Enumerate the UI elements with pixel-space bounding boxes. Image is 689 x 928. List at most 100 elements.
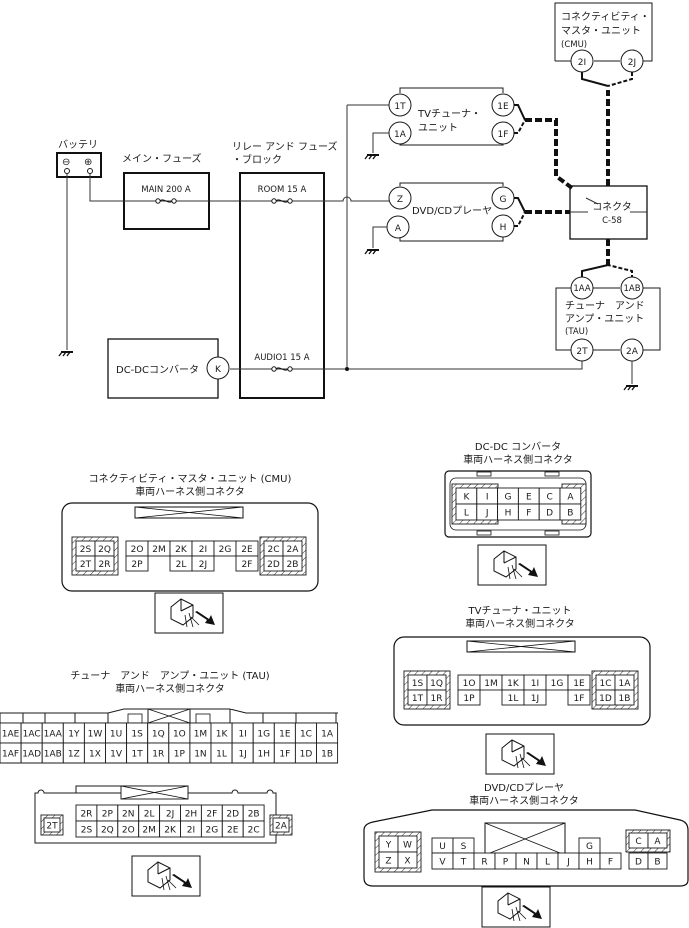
connector-pin-label: 1K: [507, 679, 520, 689]
connector-pin-label: 1Q: [152, 730, 165, 740]
connector-pin-label: 1T: [132, 750, 144, 760]
connector-pin-label: 1F: [279, 750, 290, 760]
connector-pin-label: 1I: [238, 730, 246, 740]
connector-pin-label: 1U: [110, 730, 122, 740]
connector-pin-label: 2K: [175, 545, 188, 555]
plug-direction-icon: [154, 592, 224, 634]
connector-pin-label: 1P: [463, 694, 475, 704]
connector-pin-label: 1G: [551, 679, 564, 689]
main-fuse-rating: MAIN 200 A: [141, 185, 191, 195]
audio1-fuse-rating: AUDIO1 15 A: [254, 353, 309, 363]
connector-pin-label: 2S: [81, 826, 93, 836]
connector-pin-label: 1L: [216, 750, 227, 760]
junction-dot: [345, 367, 349, 371]
connector-pin-cell: [647, 832, 668, 849]
connector-pin-label: 1Y: [68, 730, 80, 740]
connector-pin-label: V: [439, 858, 446, 868]
connector-pin-label: 2H: [185, 810, 198, 820]
battery-negative-terminal: ⊖: [62, 157, 70, 168]
tv-pin-1t: 1T: [394, 102, 406, 112]
connector-pin-cell: [523, 689, 547, 706]
dvd-pin-a: A: [395, 224, 402, 234]
connector-pin-cell: [599, 852, 622, 870]
tau-pin-2t: 2T: [576, 347, 588, 357]
dcdc-connector-title-2: 車両ハーネス側コネクタ: [463, 453, 573, 466]
connector-pin-cell: [272, 817, 290, 833]
connector-pin-label: 1X: [89, 750, 101, 760]
connector-pin-label: A: [567, 493, 574, 503]
tv-connector-title-1: TVチューナ・ユニット: [468, 605, 572, 617]
connector-c58-label-2: C-58: [602, 216, 622, 226]
connector-pin-label: 1P: [174, 750, 186, 760]
connector-pin-label: 1Q: [430, 679, 443, 689]
connector-pin-label: K: [463, 493, 470, 503]
dvd-label: DVD/CDプレーヤ: [412, 205, 492, 217]
connector-pin-label: 2D: [226, 810, 239, 820]
connector-pin-label: 2F: [206, 810, 217, 820]
connector-pin-label: 1V: [110, 750, 123, 760]
connector-pin-label: J: [566, 858, 570, 868]
connector-pin-label: 2B: [248, 810, 260, 820]
connector-pin-label: 1E: [573, 679, 585, 689]
connector-pin-label: 2O: [122, 826, 135, 836]
connector-pin-label: 1L: [508, 694, 519, 704]
connector-pin-label: 2L: [176, 560, 187, 570]
connector-pin-label: B: [654, 858, 660, 868]
connector-pin-label: 1M: [484, 679, 498, 689]
connector-pin-label: 1Z: [68, 750, 80, 760]
relay-fuse-block-label-2: ・ブロック: [232, 153, 282, 166]
tau-pin-1aa: 1AA: [573, 284, 590, 294]
tau-unit: 1AA 1AB チューナ アンド アンプ・ユニット (TAU) 2T 2A: [555, 276, 661, 362]
connector-pin-label: 2M: [152, 545, 166, 555]
connector-pin-label: 1AB: [44, 750, 62, 760]
connector-pin-label: 1AF: [2, 750, 19, 760]
connector-pin-label: I: [486, 493, 489, 503]
connector-pin-label: 2A: [287, 545, 300, 555]
connector-pin-cell: [94, 555, 115, 572]
svg-text:K: K: [215, 365, 222, 375]
connector-pin-label: 2Q: [101, 826, 114, 836]
connector-pin-label: N: [523, 858, 530, 868]
dvd-connector-title-1: DVD/CDプレーヤ: [484, 782, 564, 794]
connector-pin-label: 2O: [131, 545, 144, 555]
connector-pin-label: F: [608, 858, 613, 868]
connector-pin-label: G: [586, 842, 593, 852]
plug-direction-icon: [131, 855, 201, 897]
connector-pin-label: F: [526, 509, 531, 519]
connector-pin-label: 2R: [99, 560, 111, 570]
connector-pin-label: C: [635, 837, 641, 847]
tv-pin-1f: 1F: [498, 130, 509, 140]
tv-pin-1e: 1E: [497, 102, 509, 112]
battery-positive-terminal: ⊕: [84, 157, 92, 168]
cmu-label-2: マスタ・ユニット: [561, 25, 641, 37]
connector-pin-label: Z: [385, 857, 391, 867]
connector-pin-label: G: [505, 493, 512, 503]
connector-c58-label-1: コネクタ: [592, 201, 632, 213]
connector-pin-label: 2E: [241, 545, 253, 555]
connector-pin-label: 1O: [463, 679, 476, 689]
tau-pin-1ab: 1AB: [623, 284, 640, 294]
connector-pin-cell: [191, 555, 215, 572]
connector-pin-label: 2C: [267, 545, 279, 555]
connector-pin-label: R: [481, 858, 487, 868]
connector-pin-label: 2E: [227, 826, 239, 836]
tv-tuner-bus: [525, 118, 574, 190]
connector-pin-label: 1AE: [2, 730, 20, 740]
connector-pin-label: 2A: [275, 822, 288, 832]
connector-pin-cell: [282, 555, 303, 572]
connector-pin-label: 1D: [599, 694, 612, 704]
ground-icon: [364, 154, 380, 160]
connector-pin-label: L: [464, 509, 469, 519]
connector-pin-cell: [426, 689, 447, 706]
connector-pin-label: X: [404, 857, 410, 867]
connector-pin-label: D: [546, 509, 553, 519]
tau-connector-title-2: 車両ハーネス側コネクタ: [115, 682, 225, 695]
connector-pin-label: 1H: [258, 750, 271, 760]
connector-pin-label: 1I: [531, 679, 539, 689]
tau-label-2: アンプ・ユニット: [565, 313, 644, 325]
connector-pin-label: 1A: [321, 730, 334, 740]
